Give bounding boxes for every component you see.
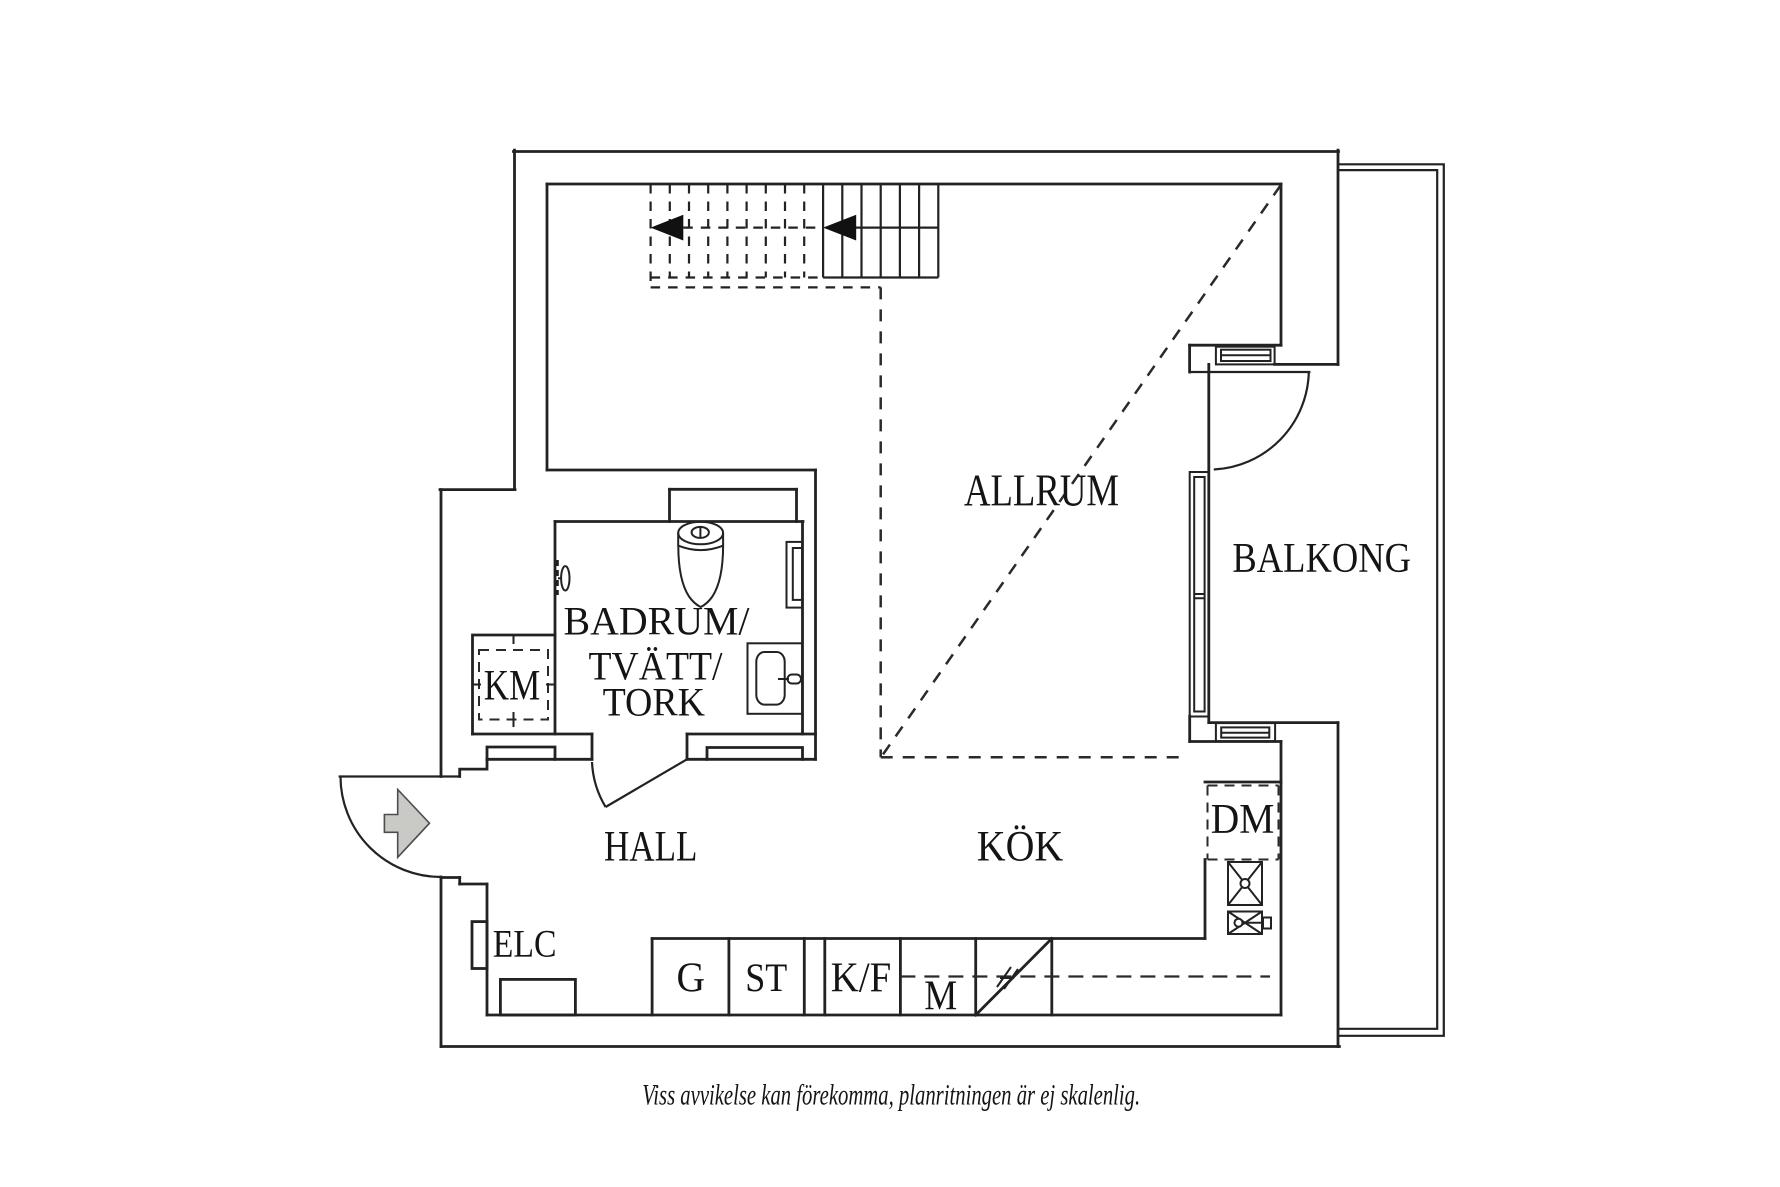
svg-text:BALKONG: BALKONG (1232, 536, 1411, 582)
svg-text:TORK: TORK (603, 679, 705, 724)
svg-text:DM: DM (1211, 797, 1275, 843)
svg-text:K/F: K/F (831, 956, 891, 1002)
svg-text:M: M (924, 974, 957, 1020)
svg-text:KÖK: KÖK (977, 823, 1064, 870)
svg-text:Viss avvikelse kan förekomma,: Viss avvikelse kan förekomma, planritnin… (642, 1079, 1140, 1112)
svg-text:TVÄTT/: TVÄTT/ (589, 644, 724, 689)
svg-text:G: G (676, 956, 705, 1002)
svg-text:HALL: HALL (604, 823, 698, 870)
svg-text:ELC: ELC (493, 922, 557, 965)
svg-text:BADRUM/: BADRUM/ (564, 598, 751, 643)
svg-text:KM: KM (484, 662, 540, 709)
svg-text:ALLRUM: ALLRUM (964, 466, 1119, 516)
svg-text:ST: ST (745, 955, 787, 1000)
